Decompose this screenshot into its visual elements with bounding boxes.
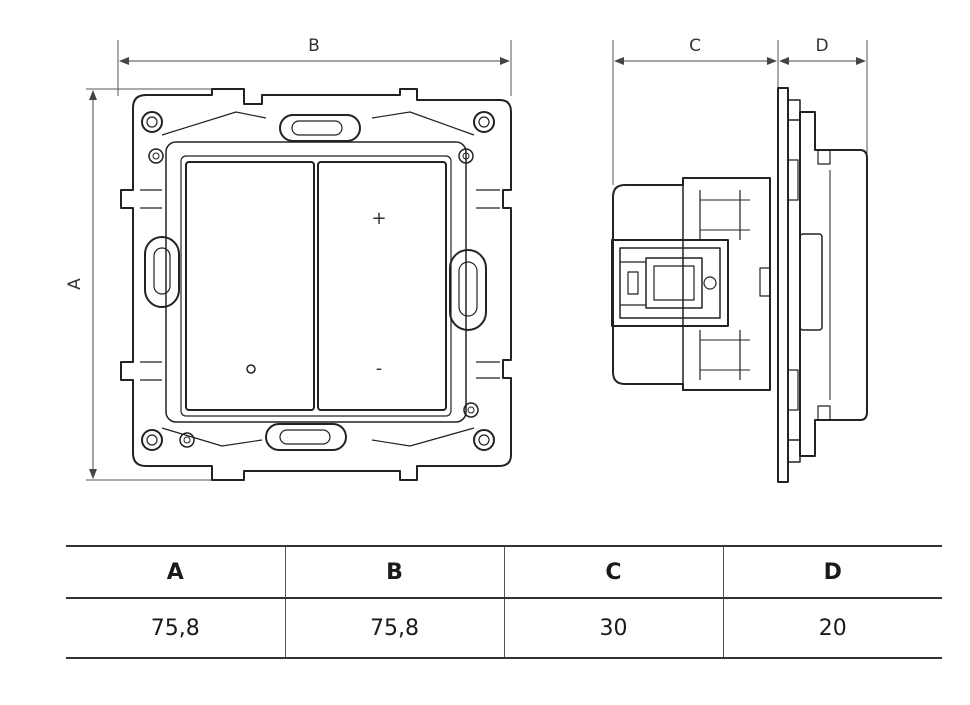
value-c: 30 — [503, 598, 723, 658]
mounting-frame-outline — [120, 88, 512, 481]
frame-details — [140, 111, 500, 447]
mechanism-body — [612, 177, 771, 391]
key-left — [185, 161, 315, 411]
key-right — [317, 161, 447, 411]
dim-label-d: D — [815, 36, 828, 56]
header-a: A — [166, 559, 184, 585]
value-b: 75,8 — [284, 598, 504, 658]
table-row: 75,8 75,8 30 20 — [66, 598, 942, 658]
technical-drawing: B A + - — [65, 36, 868, 483]
table-header-row: A B C D — [66, 546, 942, 598]
mounting-plate — [777, 87, 789, 483]
fixing-slots — [144, 114, 487, 451]
circle-symbol-mark — [246, 364, 256, 374]
minus-symbol: - — [376, 358, 383, 379]
dim-label-a: A — [65, 278, 85, 290]
dim-label-c: C — [689, 36, 701, 56]
header-b: B — [284, 546, 504, 598]
header-c: C — [503, 546, 723, 598]
dim-label-b: B — [308, 36, 320, 56]
key-cover — [799, 111, 868, 457]
value-a: 75,8 — [150, 615, 200, 641]
value-d: 20 — [722, 598, 942, 658]
header-d: D — [722, 546, 942, 598]
side-view — [611, 40, 868, 483]
terminal-block — [611, 239, 729, 327]
corner-holes — [141, 111, 495, 451]
plus-symbol: + — [371, 208, 386, 229]
dimensions-table: A B C D 75,8 75,8 30 20 — [66, 545, 942, 659]
front-view — [86, 40, 512, 481]
